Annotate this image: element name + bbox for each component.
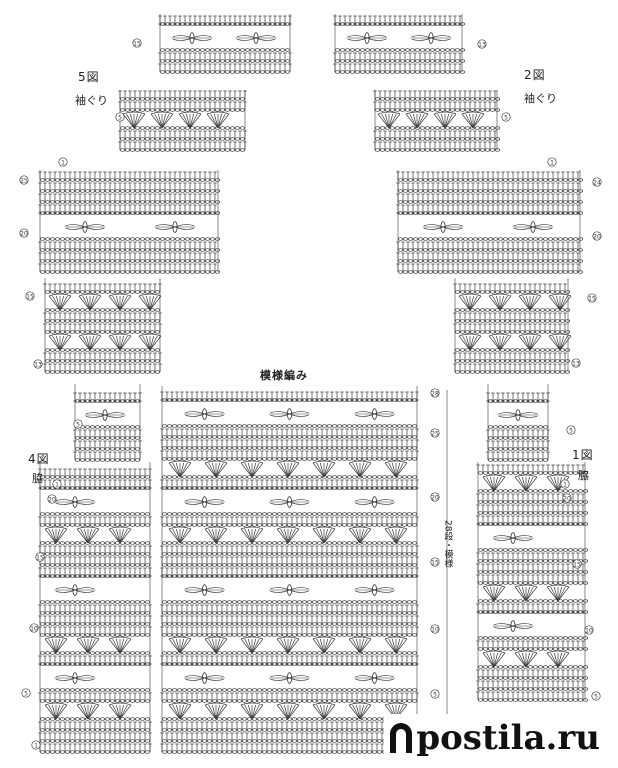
panel-2-upper	[396, 170, 584, 274]
figure-4-label: 4図	[28, 452, 50, 466]
panel-5-upper	[38, 170, 221, 274]
row-number-marker: 5	[430, 689, 440, 699]
row-number-marker: 1	[547, 157, 557, 167]
panel-1-upper	[486, 384, 550, 462]
panel-center	[160, 386, 419, 754]
row-number-marker: 20	[47, 494, 57, 504]
row-number-marker: 5	[566, 425, 576, 435]
panel-5-top	[158, 14, 292, 74]
row-number-marker: 5	[73, 419, 83, 429]
figure-5-sublabel: 袖ぐり	[75, 94, 108, 107]
row-number-marker: 5	[115, 112, 125, 122]
figure-2-label: 2図	[524, 68, 546, 82]
row-number-marker: 15	[430, 557, 440, 567]
panel-5-mid	[118, 90, 247, 152]
row-number-marker: 10	[584, 625, 594, 635]
row-number-marker: 15	[132, 38, 142, 48]
row-number-marker: 1	[52, 479, 62, 489]
row-number-marker: 5	[501, 112, 511, 122]
row-number-marker: 15	[25, 291, 35, 301]
row-number-marker: 10	[29, 623, 39, 633]
watermark-text: postila.ru	[416, 718, 600, 758]
panel-2-lower	[453, 278, 572, 374]
row-number-marker: 24	[592, 177, 602, 187]
watermark: postila.ru	[384, 714, 608, 760]
row-number-marker: 25	[19, 175, 29, 185]
pattern-title: 模様編み	[260, 369, 308, 382]
panel-1-lower	[476, 462, 589, 702]
row-number-marker: 1	[31, 740, 41, 750]
row-number-marker: 13	[477, 39, 487, 49]
row-number-marker: 20	[430, 492, 440, 502]
panel-4-lower	[38, 462, 152, 754]
figure-1-sublabel: 脇	[578, 469, 589, 482]
row-number-marker: 10	[430, 624, 440, 634]
row-number-marker: 15	[587, 293, 597, 303]
row-number-marker: 28	[430, 388, 440, 398]
panel-2-top	[333, 14, 466, 74]
row-number-marker: 25	[430, 428, 440, 438]
row-number-marker: 13	[571, 358, 581, 368]
panel-4-upper	[73, 384, 142, 462]
figure-1-label: 1図	[572, 448, 594, 462]
row-number-marker: 20	[592, 231, 602, 241]
row-number-marker: 20	[19, 228, 29, 238]
figure-5-label: 5図	[78, 70, 100, 84]
row-number-marker: 5	[21, 688, 31, 698]
figure-4-sublabel: 脇	[32, 472, 43, 485]
row-number-marker: 20	[562, 493, 572, 503]
row-number-marker: 1	[560, 479, 570, 489]
row-number-marker: 13	[33, 359, 43, 369]
watermark-logo-icon	[390, 723, 413, 753]
row-number-marker: 1	[58, 157, 68, 167]
panel-2-mid	[373, 90, 501, 152]
row-number-marker: 15	[35, 552, 45, 562]
row-number-marker: 15	[572, 559, 582, 569]
panel-5-lower	[43, 278, 162, 374]
figure-2-sublabel: 袖ぐり	[524, 92, 557, 105]
pattern-row-count: 28段・模様	[442, 520, 453, 568]
row-number-marker: 5	[591, 691, 601, 701]
